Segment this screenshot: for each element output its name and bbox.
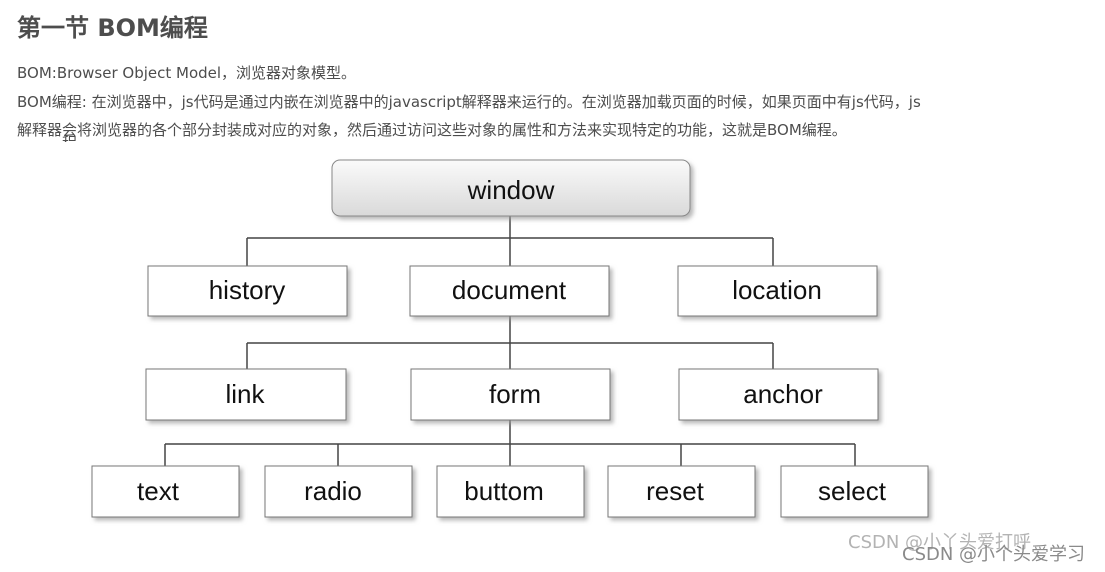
watermark-lower: CSDN @小个头爱学习 <box>902 544 1086 565</box>
node-anchor: anchor <box>678 368 879 421</box>
node-label: link <box>225 379 265 409</box>
node-history: history <box>147 265 348 317</box>
bom-programming-line2: 解释器会将浏览器的各个部分封装成对应的对象，然后通过访问这些对象的属性和方法来实… <box>17 121 847 139</box>
page-title: 第一节 BOM编程 <box>17 14 208 42</box>
node-radio: radio <box>264 465 413 518</box>
bom-programming-line1: BOM编程: 在浏览器中，js代码是通过内嵌在浏览器中的javascript解释… <box>17 93 921 111</box>
node-buttom: buttom <box>436 465 585 518</box>
node-select: select <box>780 465 929 518</box>
node-label: buttom <box>464 476 544 506</box>
node-label: text <box>137 476 180 506</box>
node-label: history <box>209 275 286 305</box>
node-label: select <box>818 476 887 506</box>
node-link: link <box>145 368 347 421</box>
node-document: document <box>409 265 610 317</box>
node-form: form <box>410 368 611 421</box>
node-label: anchor <box>743 379 823 409</box>
node-window: window <box>331 159 691 217</box>
node-label: window <box>467 175 555 205</box>
node-label: radio <box>304 476 362 506</box>
node-text: text <box>91 465 240 518</box>
node-label: reset <box>646 476 705 506</box>
node-label: form <box>489 379 541 409</box>
bom-definition: BOM:Browser Object Model，浏览器对象模型。 <box>17 64 357 82</box>
node-label: location <box>732 275 822 305</box>
overlap-text-fragment: 程。 <box>62 132 92 142</box>
node-reset: reset <box>607 465 756 518</box>
connector-lines <box>164 216 856 466</box>
node-location: location <box>677 265 878 317</box>
node-label: document <box>452 275 567 305</box>
watermark-upper: CSDN @小丫头爱打呼 <box>848 532 1032 553</box>
